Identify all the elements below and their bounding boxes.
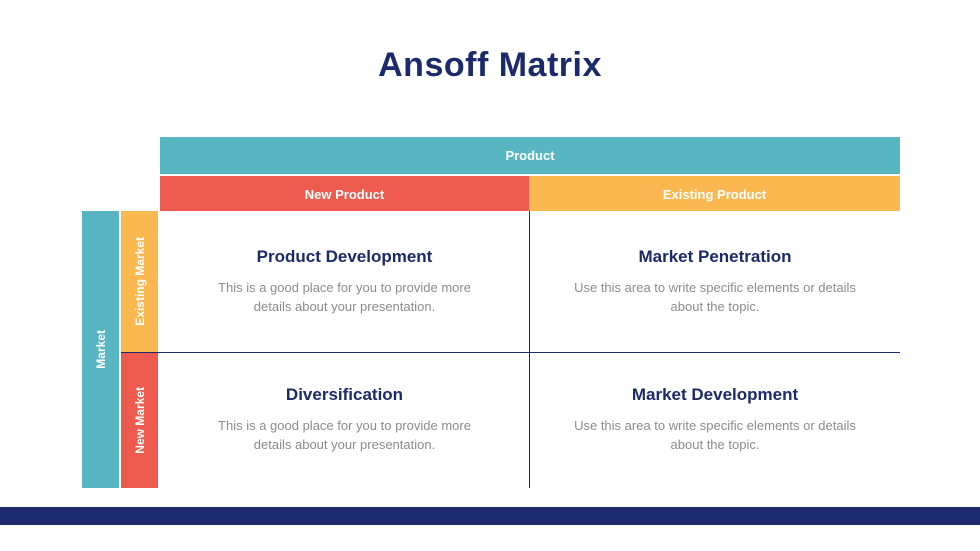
cell-body: Use this area to write specific elements… [574,279,856,314]
quadrant-diversification: Diversification This is a good place for… [160,352,529,488]
quadrant-market-development: Market Development Use this area to writ… [530,352,900,488]
cell-body: This is a good place for you to provide … [218,418,471,452]
row-label: Existing Market [132,237,147,326]
market-axis-label: Market [93,330,108,369]
column-header-new-product: New Product [160,176,529,213]
column-header-existing-product: Existing Product [529,176,900,213]
product-axis-header: Product [160,137,900,174]
cell-title: Market Development [631,385,799,405]
quadrant-product-development: Product Development This is a good place… [160,211,529,352]
page-title: Ansoff Matrix [378,46,602,84]
column-header-label: Existing Product [662,187,767,202]
cell-title: Product Development [256,246,433,266]
market-axis-header: Market [82,211,119,488]
vertical-divider [529,211,530,488]
footer-bar [0,507,980,525]
cell-body: This is a good place for you to provide … [218,279,471,314]
cell-body: Use this area to write specific elements… [574,418,856,452]
row-label-existing-market: Existing Market [121,211,158,352]
quadrant-market-penetration: Market Penetration Use this area to writ… [530,211,900,352]
horizontal-divider [121,352,900,353]
product-axis-label: Product [505,148,555,163]
column-header-label: New Product [304,187,385,202]
cell-title: Diversification [285,385,404,405]
row-label: New Market [132,386,147,454]
row-label-new-market: New Market [121,352,158,488]
cell-title: Market Penetration [638,246,792,266]
